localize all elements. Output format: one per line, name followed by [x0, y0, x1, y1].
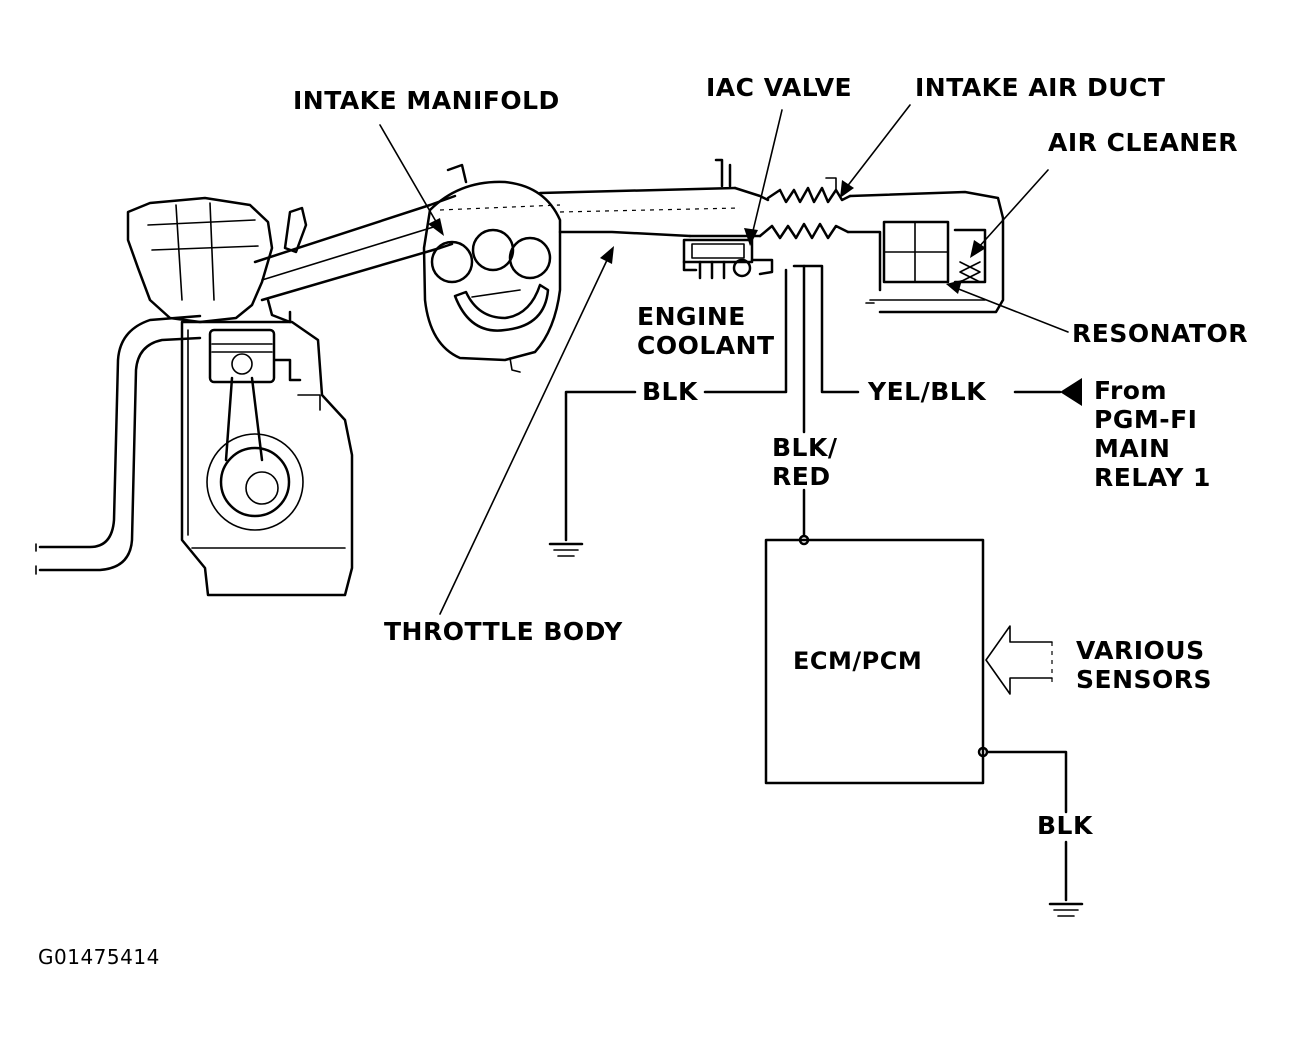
wire-label-blk-bottom: BLK — [1037, 811, 1093, 840]
ground-symbol-right — [1048, 902, 1084, 917]
label-engine-coolant: ENGINE COOLANT — [637, 302, 775, 360]
ecm-pcm-box — [764, 538, 985, 785]
engine-block — [126, 196, 354, 597]
wire-label-yel-blk: YEL/BLK — [868, 377, 987, 406]
air-cleaner-housing — [882, 220, 987, 284]
label-air-cleaner: AIR CLEANER — [1048, 128, 1239, 157]
leader-lines — [379, 104, 1069, 615]
wire-label-blk-red: BLK/ RED — [772, 433, 838, 491]
intake-runner — [253, 163, 468, 302]
label-intake-manifold: INTAKE MANIFOLD — [293, 86, 560, 115]
intake-air-duct-body — [538, 158, 1005, 314]
label-throttle-body: THROTTLE BODY — [384, 617, 623, 646]
label-ecm-pcm: ECM/PCM — [793, 647, 923, 675]
wiring-harness — [564, 264, 1082, 902]
label-from-pgm-fi-main-relay: From PGM-FI MAIN RELAY 1 — [1094, 376, 1211, 492]
label-iac-valve: IAC VALVE — [706, 73, 853, 102]
label-various-sensors: VARIOUS SENSORS — [1076, 636, 1213, 694]
throttle-body-housing — [422, 180, 562, 373]
label-intake-air-duct: INTAKE AIR DUCT — [915, 73, 1166, 102]
ground-symbol-left — [548, 542, 584, 557]
figure-code: G01475414 — [38, 945, 160, 969]
wire-label-blk-left: BLK — [642, 377, 698, 406]
coolant-hose — [35, 314, 202, 575]
sensor-input-arrow — [985, 625, 1053, 695]
label-resonator: RESONATOR — [1072, 319, 1248, 348]
